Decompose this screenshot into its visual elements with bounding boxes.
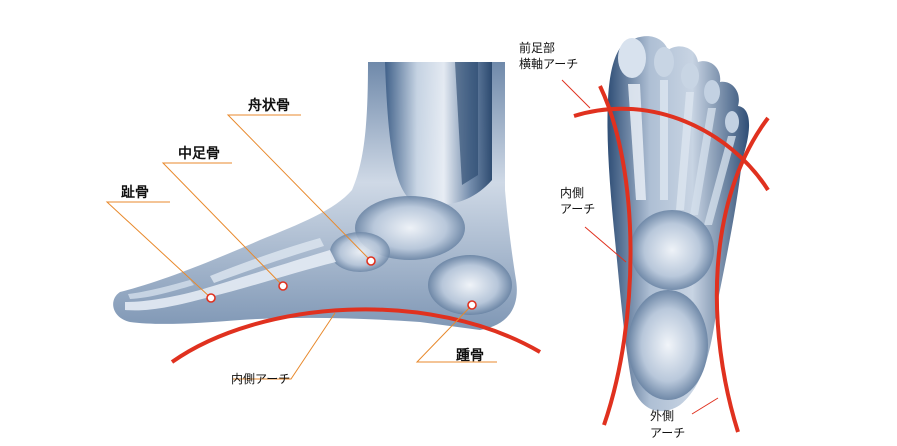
leader-phalanges xyxy=(105,201,212,299)
label-transverse-arch-line1: 前足部 xyxy=(519,40,555,55)
leader-transverse-arch xyxy=(561,79,591,109)
leader-metatarsal xyxy=(161,162,284,287)
calcaneus-marker xyxy=(467,300,477,310)
label-calcaneus: 踵骨 xyxy=(456,347,484,364)
label-phalanges: 趾骨 xyxy=(121,184,149,201)
label-metatarsal: 中足骨 xyxy=(178,145,220,162)
phalanges-marker xyxy=(206,293,216,303)
leader-side-medial-arch xyxy=(233,312,336,380)
label-plantar-lateral-line1: 外側 xyxy=(650,409,674,423)
label-side-medial-arch: 内側アーチ xyxy=(231,372,290,386)
navicular-marker xyxy=(366,256,376,266)
leader-calcaneus xyxy=(415,304,497,363)
metatarsal-marker xyxy=(278,281,288,291)
label-navicular: 舟状骨 xyxy=(248,97,290,114)
label-plantar-medial-line2: アーチ xyxy=(560,202,595,216)
leader-plantar-lateral-arch xyxy=(691,397,719,415)
side-foot-xray xyxy=(113,62,517,330)
leader-navicular xyxy=(226,114,372,262)
plantar-transverse-arch-curve xyxy=(573,106,770,192)
leader-plantar-medial-arch xyxy=(584,226,627,263)
label-transverse-arch-line2: 横軸アーチ xyxy=(519,57,578,71)
label-plantar-lateral-line2: アーチ xyxy=(650,426,685,440)
plantar-lateral-arch-curve xyxy=(714,116,770,433)
side-medial-arch-curve xyxy=(170,307,542,364)
plantar-medial-arch-curve xyxy=(598,85,633,426)
label-plantar-medial-line1: 内側 xyxy=(560,186,584,200)
